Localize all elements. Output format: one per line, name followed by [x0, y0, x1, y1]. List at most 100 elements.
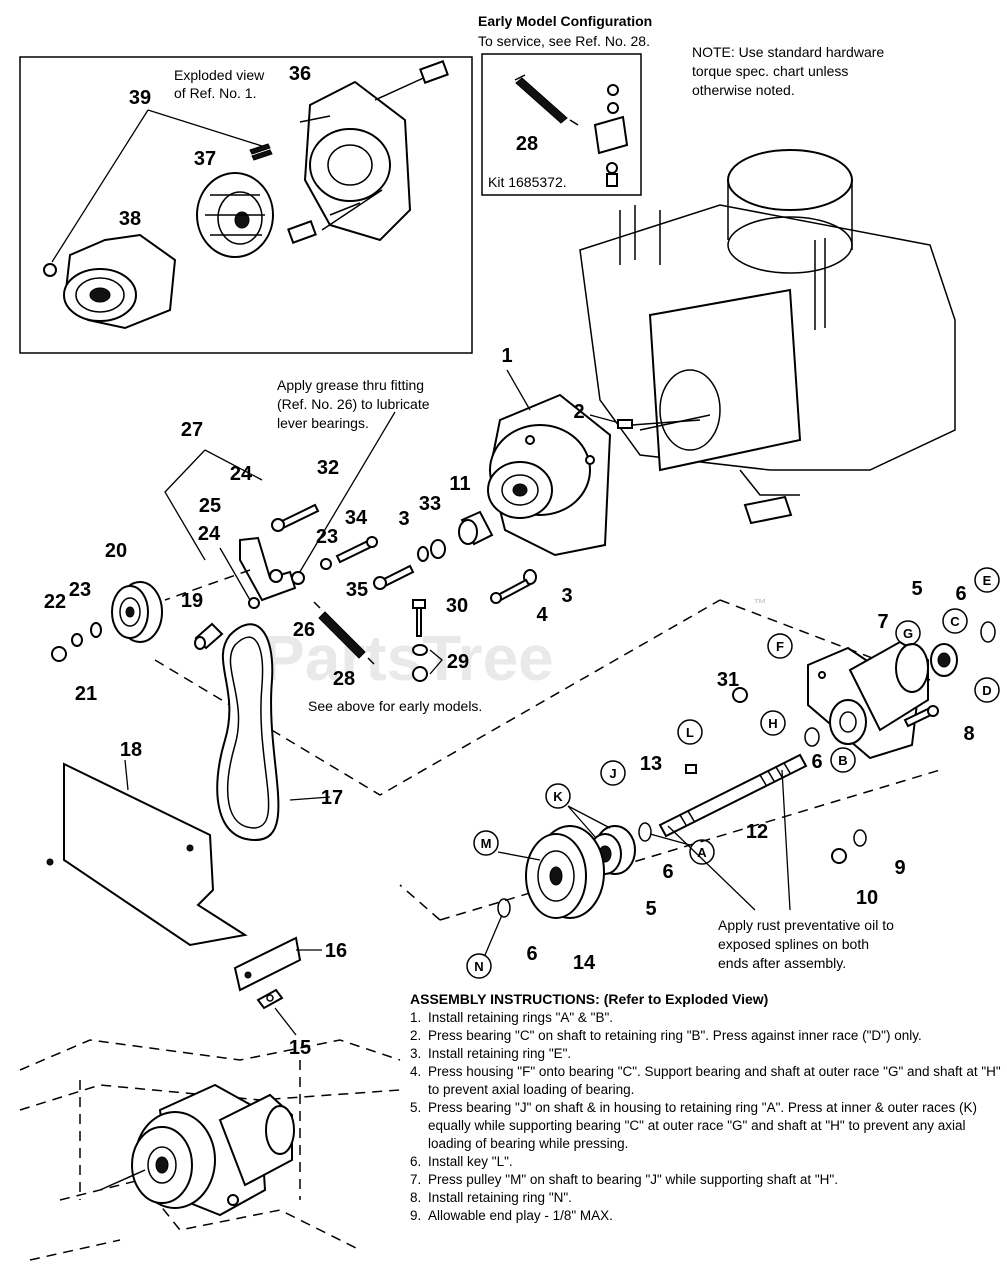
- part-2-key: [589, 414, 633, 429]
- part-30-bolt: [412, 599, 426, 637]
- part-23-washer: [90, 622, 102, 638]
- letter-b: B: [838, 753, 847, 768]
- part-39-spring: [249, 143, 273, 161]
- letter-circle-c: [942, 608, 968, 634]
- callout-31: 31: [717, 669, 739, 691]
- early-model-kit: Kit 1685372.: [488, 174, 567, 190]
- callout-5b: 5: [645, 898, 656, 920]
- exploded-caption-line2: of Ref. No. 1.: [174, 85, 256, 101]
- letter-f: F: [776, 639, 784, 654]
- part-1-clutch-assembly: [487, 393, 612, 557]
- part-17-belt: [216, 623, 280, 842]
- callout-6c: 6: [662, 861, 673, 883]
- leader-39: [51, 109, 263, 263]
- rust-note-line1: Apply rust preventative oil to: [718, 917, 894, 933]
- part-33-washer: [430, 539, 446, 559]
- callout-38: 38: [119, 208, 141, 230]
- letter-l: L: [686, 725, 694, 740]
- early-model-spring: [514, 74, 579, 126]
- leader-m: [497, 851, 541, 861]
- alignment-line-idler: [164, 569, 251, 601]
- instruction-step: 4.Press housing "F" onto bearing "C". Su…: [410, 1064, 1001, 1097]
- callout-37: 37: [194, 148, 216, 170]
- letter-circle-h: [760, 710, 786, 736]
- part-29-nut: [412, 666, 428, 682]
- callout-24b: 24: [198, 523, 221, 545]
- letter-m: M: [481, 836, 492, 851]
- part-20-idler-pulley: [111, 581, 163, 643]
- part-8-bolt: [903, 705, 939, 728]
- letter-circle-b: [830, 747, 856, 773]
- callout-22: 22: [44, 591, 66, 613]
- part-31-nut: [732, 687, 748, 703]
- early-model-frame: [481, 53, 642, 196]
- callout-32: 32: [317, 457, 339, 479]
- note-line1: NOTE: Use standard hardware: [692, 44, 884, 60]
- part-3-washer-upper: [417, 546, 429, 562]
- callout-3b: 3: [561, 585, 572, 607]
- letter-circle-m: [473, 830, 499, 856]
- letter-d: D: [982, 683, 991, 698]
- leader-k: [567, 805, 611, 839]
- callout-13: 13: [640, 753, 662, 775]
- letter-a: A: [697, 845, 707, 860]
- part-6-retaining-ring-e: [980, 621, 996, 643]
- instruction-step: 5.Press bearing "J" on shaft & in housin…: [410, 1100, 977, 1151]
- part-10-nut: [831, 848, 847, 864]
- callout-19: 19: [181, 590, 203, 612]
- letter-circle-k: [545, 783, 571, 809]
- letter-circle-n: [466, 953, 492, 979]
- leader-1: [506, 369, 531, 411]
- callout-39: 39: [129, 87, 151, 109]
- leader-rust: [667, 769, 791, 911]
- watermark-tm: ™: [754, 596, 767, 611]
- early-model-subtitle: To service, see Ref. No. 28.: [478, 33, 650, 49]
- rust-note-line3: ends after assembly.: [718, 955, 846, 971]
- engine-housing: [579, 149, 956, 525]
- early-model-bracket: [593, 84, 629, 187]
- callout-29: 29: [447, 651, 469, 673]
- instruction-step: 6.Install key "L".: [410, 1154, 513, 1169]
- letter-circle-l: [677, 719, 703, 745]
- note-line3: otherwise noted.: [692, 82, 795, 98]
- rust-note-line2: exposed splines on both: [718, 936, 869, 952]
- part-35-bolt: [373, 564, 415, 590]
- leader-15: [274, 1007, 297, 1036]
- letter-e: E: [983, 573, 992, 588]
- grease-note-line1: Apply grease thru fitting: [277, 377, 424, 393]
- callout-5a: 5: [911, 578, 922, 600]
- callout-23b: 23: [69, 579, 91, 601]
- part-13-key: [685, 764, 697, 774]
- part-26-grease-fitting: [291, 571, 305, 585]
- letter-circle-a: [689, 839, 715, 865]
- early-model-title: Early Model Configuration: [478, 13, 652, 29]
- callout-6b: 6: [811, 751, 822, 773]
- exploded-caption-line1: Exploded view: [174, 67, 265, 83]
- part-37-pulley: [196, 172, 274, 258]
- callout-14: 14: [573, 952, 596, 974]
- early-models-note: See above for early models.: [308, 698, 482, 714]
- callout-25: 25: [199, 495, 221, 517]
- part-32-bolt: [271, 503, 320, 532]
- callout-15: 15: [289, 1037, 311, 1059]
- instruction-step: 8.Install retaining ring "N".: [410, 1190, 572, 1205]
- grease-note-line2: (Ref. No. 26) to lubricate: [277, 396, 430, 412]
- alignment-line-lower-left: [399, 884, 441, 921]
- callout-7: 7: [877, 611, 888, 633]
- letter-circle-f: [767, 633, 793, 659]
- letter-h: H: [768, 716, 777, 731]
- part-6-retaining-ring-a: [638, 822, 652, 842]
- callout-33: 33: [419, 493, 441, 515]
- letter-circle-d: [974, 677, 1000, 703]
- letter-n: N: [474, 959, 483, 974]
- part-21-nut: [51, 646, 67, 662]
- callout-30: 30: [446, 595, 468, 617]
- grease-note-line3: lever bearings.: [277, 415, 369, 431]
- callout-20: 20: [105, 540, 127, 562]
- part-36-mount-plate: [287, 60, 449, 244]
- callout-6a: 6: [955, 583, 966, 605]
- callout-21: 21: [75, 683, 97, 705]
- part-18-belt-guard: [46, 762, 248, 947]
- instruction-step: 2.Press bearing "C" on shaft to retainin…: [410, 1028, 922, 1043]
- callout-18: 18: [120, 739, 142, 761]
